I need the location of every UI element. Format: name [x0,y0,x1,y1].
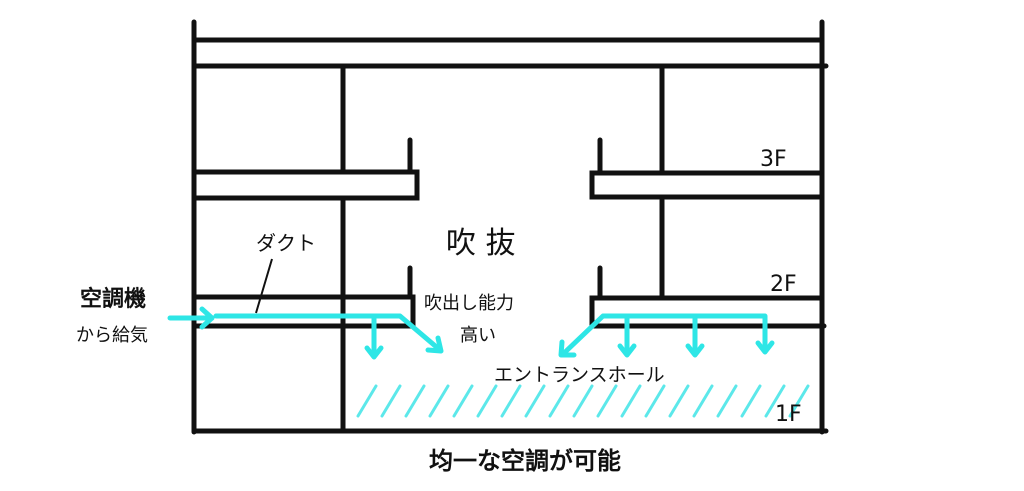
caption: 均一な空調が可能 [429,447,621,475]
hatch-stroke [404,384,426,418]
labels: 3F 2F 1F 吹 抜 ダクト 空調機 から給気 吹出し能力 高い エントラン… [76,147,802,475]
right-down-arrowhead-1 [617,343,637,358]
hatch-stroke [476,384,498,418]
hatch-stroke [500,384,522,418]
ac-supply-label-line1: 空調機 [80,286,146,312]
duct-leader-line [255,258,273,314]
right-duct-arrowhead [558,339,577,358]
floor-1f-hatching [356,384,810,418]
left-duct-arrowhead [425,335,444,354]
right-down-arrowhead-2 [685,343,705,358]
duct-label: ダクト [256,231,316,255]
hatch-stroke [356,384,378,418]
blow-capacity-label-line2: 高い [460,325,496,346]
ac-supply-label-line2: から給気 [76,325,148,346]
right-down-arrowhead-3 [755,340,775,355]
hatch-stroke [716,384,738,418]
right-duct-line [559,313,768,358]
hatch-stroke [644,384,666,418]
slab-3f-left [193,169,420,201]
hatch-stroke [572,384,594,418]
hatch-stroke [380,384,402,418]
left-down-arrowhead [364,345,384,360]
hatch-stroke [596,384,618,418]
hatch-stroke [740,384,762,418]
hatch-stroke [692,384,714,418]
left-duct-line [213,313,443,353]
slab-2f-right [589,295,827,329]
atrium-label: 吹 抜 [446,226,516,261]
hatch-stroke [668,384,690,418]
ac-supply-arrowhead [199,306,215,330]
airflow [167,306,775,360]
hatch-stroke [764,384,786,418]
hatch-stroke [788,384,810,418]
slab-2f-left [193,294,416,329]
hatch-stroke [452,384,474,418]
hatch-stroke [548,384,570,418]
entrance-hall-label: エントランスホール [494,364,665,386]
floor-label-3f: 3F [760,147,787,172]
hatch-stroke [428,384,450,418]
floor-label-1f: 1F [775,402,802,427]
hatch-stroke [620,384,642,418]
blow-capacity-label-line1: 吹出し能力 [424,293,514,314]
floor-label-2f: 2F [770,272,797,297]
hatch-stroke [524,384,546,418]
slab-3f-right [589,170,823,200]
